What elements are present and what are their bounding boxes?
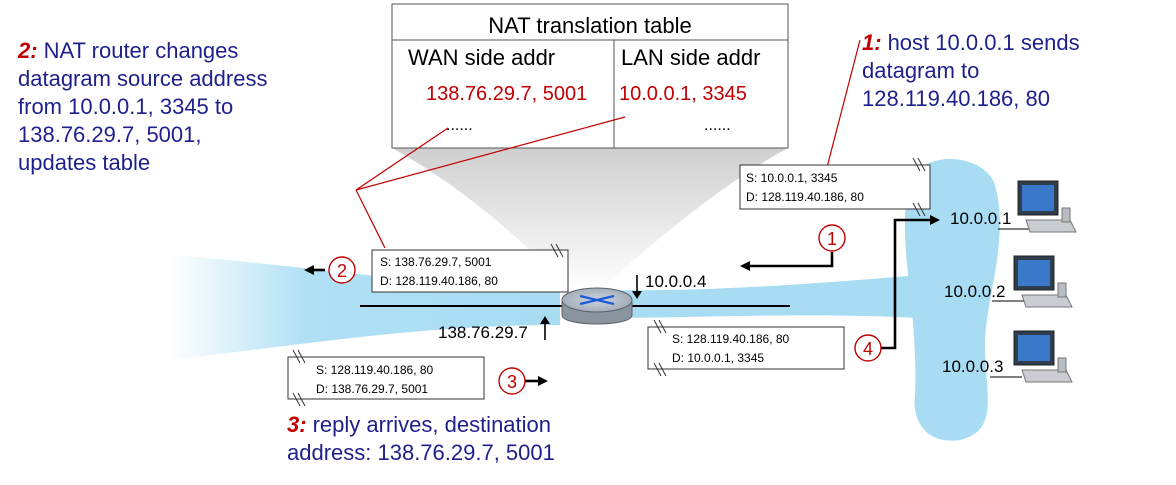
nat-router xyxy=(360,287,790,325)
router-arrows-icon xyxy=(579,294,615,306)
step-3-first: reply arrives, destination xyxy=(313,412,551,437)
step-1-line-1: 1:host 10.0.0.1 sends xyxy=(862,30,1080,55)
nat-table-title: NAT translation table xyxy=(488,13,691,38)
host-2: 10.0.0.2 xyxy=(944,255,1073,308)
wan-network-band xyxy=(170,255,560,360)
packet-2: S: 138.76.29.7, 5001 D: 128.119.40.186, … xyxy=(371,249,569,293)
step-2-first: NAT router changes xyxy=(44,38,239,63)
host-2-address: 10.0.0.2 xyxy=(944,282,1005,301)
packet-2-source: S: 138.76.29.7, 5001 xyxy=(380,255,492,269)
lan-cloud xyxy=(905,158,1000,441)
packet-1: S: 10.0.0.1, 3345 D: 128.119.40.186, 80 xyxy=(739,164,931,210)
badge-4: 4 xyxy=(863,339,873,359)
packet-4-dest: D: 10.0.0.1, 3345 xyxy=(672,351,764,365)
step-3-annotation: 3:reply arrives, destination address: 13… xyxy=(287,412,555,465)
table-cone xyxy=(392,148,788,292)
nat-translation-table: NAT translation table WAN side addr LAN … xyxy=(391,3,789,149)
packet-3: S: 128.119.40.186, 80 D: 138.76.29.7, 50… xyxy=(287,356,485,400)
step-3-line-1: 3:reply arrives, destination xyxy=(287,412,551,437)
step-3-line-2: address: 138.76.29.7, 5001 xyxy=(287,440,555,465)
step-2-number: 2: xyxy=(17,38,38,63)
host-1: 10.0.0.1 xyxy=(950,180,1077,233)
arrow-heads xyxy=(304,215,940,386)
step-2-line-3: from 10.0.0.1, 3345 to xyxy=(18,94,233,119)
nat-ellipsis-wan: ...... xyxy=(446,117,473,134)
packet-4: S: 128.119.40.186, 80 D: 10.0.0.1, 3345 xyxy=(647,326,845,370)
step-1-number: 1: xyxy=(862,30,882,55)
packet-3-dest: D: 138.76.29.7, 5001 xyxy=(316,382,428,396)
badge-2: 2 xyxy=(337,261,347,281)
badge-3: 3 xyxy=(507,372,517,392)
step-2-annotation: 2:NAT router changes datagram source add… xyxy=(17,38,267,175)
step-1-first: host 10.0.0.1 sends xyxy=(888,30,1080,55)
nat-col-wan: WAN side addr xyxy=(408,45,555,70)
step-1-annotation: 1:host 10.0.0.1 sends datagram to 128.11… xyxy=(862,30,1080,111)
computer-icon xyxy=(1017,180,1077,233)
packet-2-dest: D: 128.119.40.186, 80 xyxy=(380,274,498,288)
host-3-address: 10.0.0.3 xyxy=(942,357,1003,376)
step-3-number: 3: xyxy=(287,412,307,437)
step-1-line-3: 128.119.40.186, 80 xyxy=(862,86,1050,111)
nat-row-lan: 10.0.0.1, 3345 xyxy=(619,83,747,105)
nat-ellipsis-lan: ...... xyxy=(704,117,731,134)
step-2-line-1: 2:NAT router changes xyxy=(17,38,238,63)
host-1-address: 10.0.0.1 xyxy=(950,209,1011,228)
packet-4-source: S: 128.119.40.186, 80 xyxy=(672,332,790,346)
nat-col-lan: LAN side addr xyxy=(621,45,760,70)
computer-icon xyxy=(1013,255,1073,308)
packet-3-source: S: 128.119.40.186, 80 xyxy=(316,363,434,377)
lan-link-band xyxy=(600,275,920,318)
step-1-line-2: datagram to xyxy=(862,58,979,83)
nat-row-wan: 138.76.29.7, 5001 xyxy=(426,83,587,105)
step-2-line-4: 138.76.29.7, 5001, xyxy=(18,122,202,147)
computer-icon xyxy=(1013,330,1073,383)
step-2-line-5: updates table xyxy=(18,150,150,175)
router-lan-address: 10.0.0.4 xyxy=(645,272,706,291)
packet-1-source: S: 10.0.0.1, 3345 xyxy=(746,171,838,185)
packet-break-marks xyxy=(292,157,926,407)
host-3: 10.0.0.3 xyxy=(942,330,1073,383)
callout-lines xyxy=(355,39,861,249)
packet-1-dest: D: 128.119.40.186, 80 xyxy=(746,190,864,204)
router-wan-address: 138.76.29.7 xyxy=(438,323,528,342)
step-2-line-2: datagram source address xyxy=(18,66,267,91)
step-badges: 1 2 3 4 xyxy=(328,224,882,395)
badge-1: 1 xyxy=(827,229,837,249)
